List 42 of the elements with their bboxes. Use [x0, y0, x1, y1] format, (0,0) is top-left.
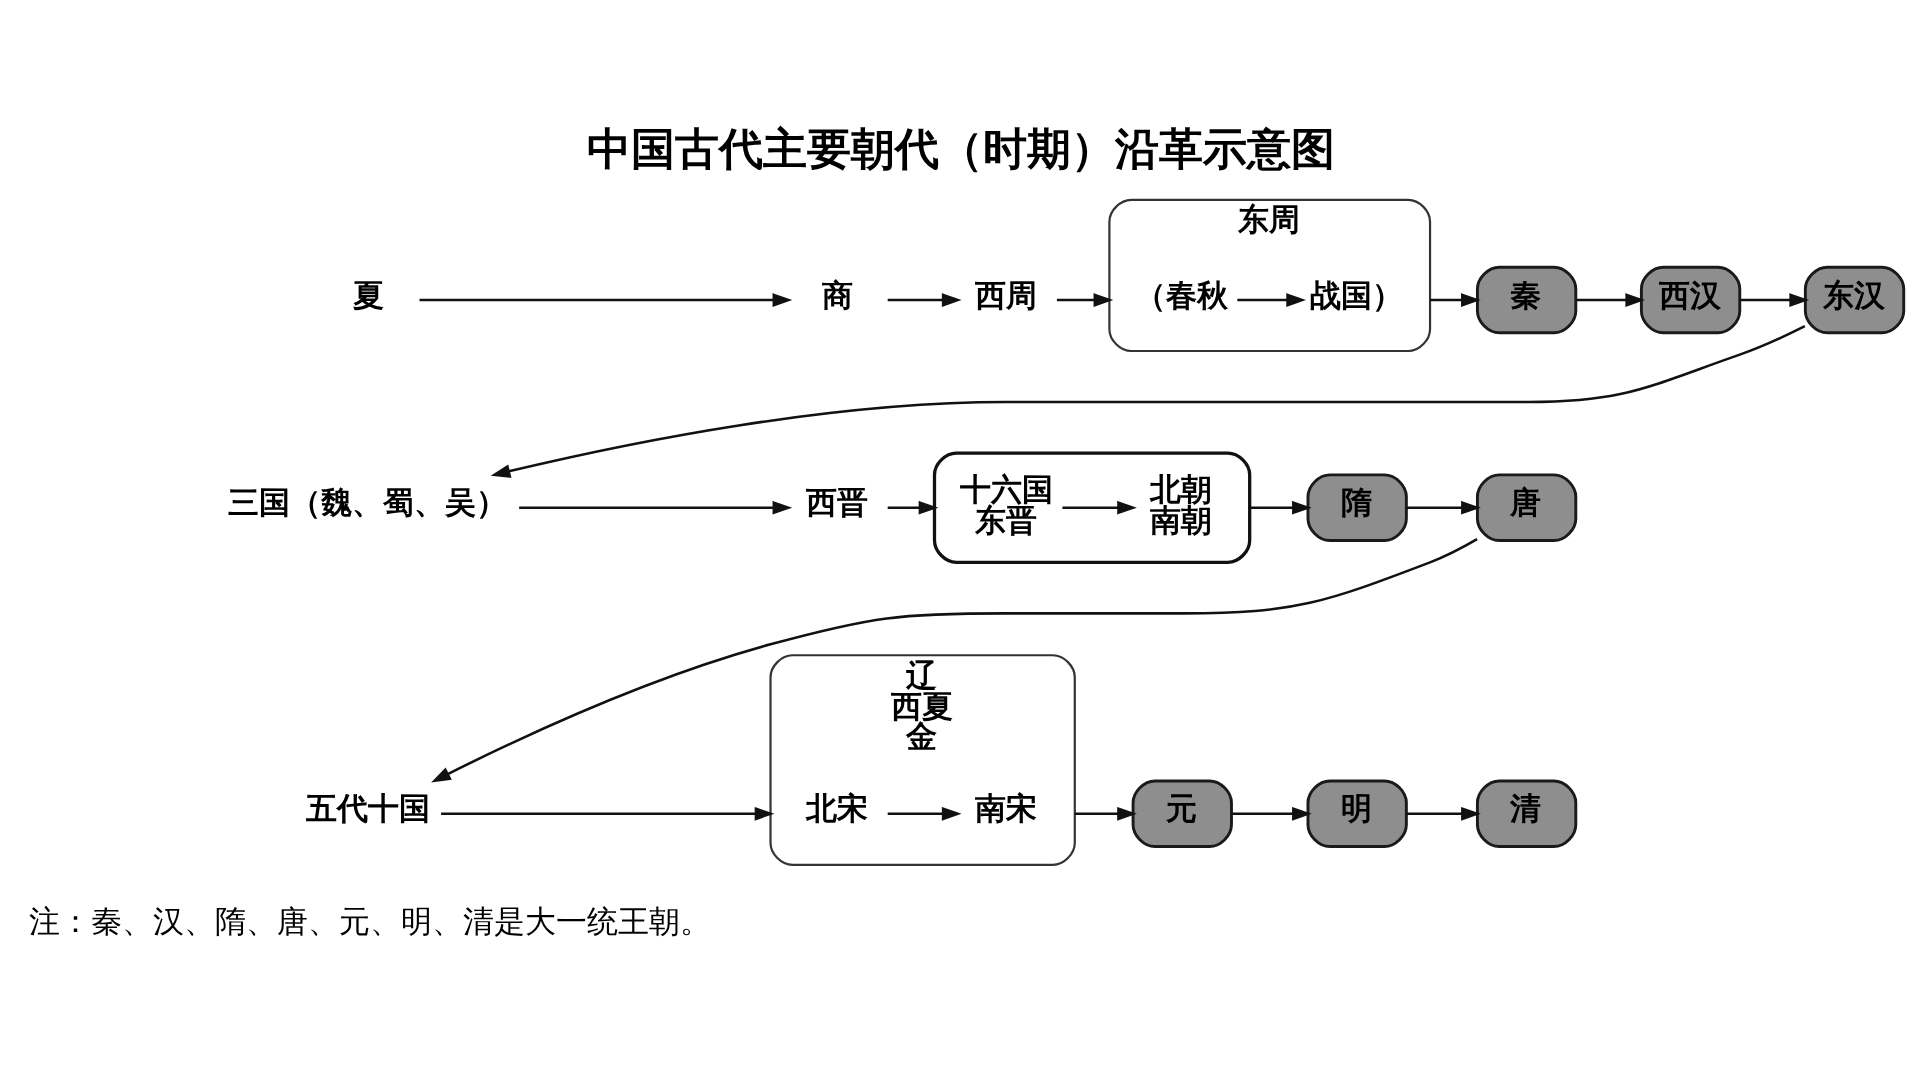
node-text: 战国）	[1309, 276, 1403, 313]
arrow	[431, 537, 1478, 782]
label: 注：秦、汉、隋、唐、元、明、清是大一统王朝。	[28, 902, 711, 939]
arrow	[887, 292, 962, 307]
node-text: 北朝 南朝	[1150, 470, 1213, 538]
arrow	[1576, 292, 1646, 307]
node-text: 商	[821, 276, 853, 313]
arrow	[1406, 500, 1481, 515]
arrow	[1430, 292, 1481, 307]
diagram-title: 中国古代主要朝代（时期）沿革示意图	[587, 122, 1336, 174]
node-text: 西晋	[806, 483, 869, 520]
node-text: 西周	[975, 276, 1038, 313]
node-text: 五代十国	[305, 789, 430, 826]
arrow	[419, 292, 793, 307]
arrow	[1074, 806, 1137, 821]
node-box: 明	[1306, 779, 1408, 848]
arrow	[519, 500, 793, 515]
node-box: 秦	[1475, 265, 1578, 334]
node-box: 清	[1475, 779, 1578, 848]
arrow	[1249, 500, 1312, 515]
arrow	[490, 324, 1806, 478]
arrow	[1062, 500, 1137, 515]
node-box: 唐	[1475, 472, 1578, 542]
node-text: 南宋	[975, 789, 1038, 826]
arrow	[1231, 806, 1312, 821]
cluster	[932, 450, 1252, 564]
node-text: 十六国 东晋	[960, 470, 1053, 538]
node-box: 东汉	[1803, 265, 1906, 334]
node-box: 元	[1131, 779, 1233, 848]
arrow	[1056, 292, 1114, 307]
node-text: （春秋	[1134, 276, 1228, 313]
arrow	[1406, 806, 1481, 821]
arrow	[1740, 292, 1810, 307]
node-box: 西汉	[1639, 265, 1742, 334]
arrow	[887, 806, 962, 821]
node-text: 三国（魏、蜀、吴）	[227, 483, 507, 520]
arrow	[1237, 292, 1306, 307]
node-text: 夏	[353, 276, 385, 313]
arrow	[441, 806, 775, 821]
node-text: 北宋	[806, 789, 869, 826]
arrow	[887, 500, 939, 515]
node-box: 隋	[1306, 472, 1408, 542]
